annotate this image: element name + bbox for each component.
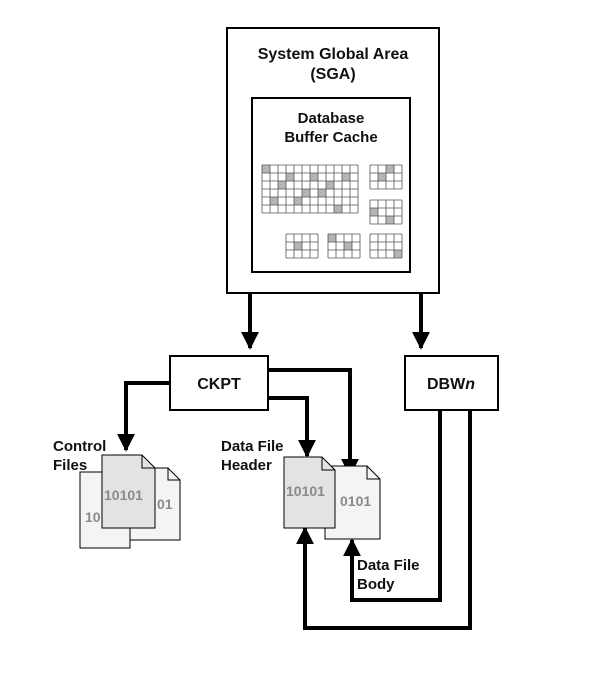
buffer-block-grids [261, 164, 403, 259]
buffer-block-dirty [342, 173, 350, 181]
buffer-grid-4 [285, 233, 319, 259]
buffer-block-dirty [344, 242, 352, 250]
buffer-block-dirty [386, 216, 394, 224]
buffer-block-dirty [318, 189, 326, 197]
control-file-back-binary: 01 [157, 496, 173, 512]
buffer-block-dirty [294, 242, 302, 250]
control-files-label-line2: Files [53, 457, 87, 474]
arrow-ckpt-to-data-file-header [268, 396, 316, 458]
sga-title-line1: System Global Area [258, 46, 409, 63]
data-file-body-label-line1: Data File [357, 557, 420, 574]
dbwn-process: DBWn [404, 355, 499, 411]
buffer-block-dirty [302, 189, 310, 197]
buffer-block-dirty [378, 173, 386, 181]
control-files: 01 10 10101 Control Files [53, 438, 181, 549]
control-file-mid-binary: 10 [85, 509, 101, 525]
data-file-header-binary: 10101 [286, 483, 325, 499]
buffer-block-dirty [286, 173, 294, 181]
control-file-document-front: 10101 [101, 454, 156, 529]
buffer-grid-5 [327, 233, 361, 259]
data-files: 0101 10101 Data File Header Data File Bo… [221, 438, 420, 593]
arrow-dbwn-to-data-file-body [343, 410, 442, 602]
connectors [117, 293, 472, 630]
arrow-ckpt-to-control-files [117, 381, 170, 452]
buffer-block-dirty [310, 173, 318, 181]
arrow-dbwn-to-data-file-header [296, 410, 472, 630]
control-file-front-binary: 10101 [104, 487, 143, 503]
buffer-block-dirty [294, 197, 302, 205]
dbwn-label-suffix: n [465, 376, 475, 393]
buffer-block-dirty [386, 165, 394, 173]
buffer-grid-6 [369, 233, 403, 259]
data-file-body-document: 0101 [324, 465, 381, 540]
ckpt-label: CKPT [197, 376, 241, 393]
control-files-label-line1: Control [53, 438, 106, 455]
buffer-grid-1 [261, 164, 359, 214]
buffer-cache-title-line1: Database [298, 110, 365, 127]
buffer-block-dirty [334, 205, 342, 213]
arrow-ckpt-to-data-file [268, 368, 359, 477]
buffer-block-dirty [270, 197, 278, 205]
buffer-block-dirty [278, 181, 286, 189]
data-file-header-label-line1: Data File [221, 438, 284, 455]
dbwn-label-base: DBW [427, 376, 466, 393]
buffer-block-dirty [328, 234, 336, 242]
ckpt-process: CKPT [169, 355, 269, 411]
sga-title-line2: (SGA) [310, 66, 355, 83]
data-file-body-binary: 0101 [340, 493, 371, 509]
buffer-block-dirty [326, 181, 334, 189]
buffer-block-dirty [370, 208, 378, 216]
buffer-cache-title-line2: Buffer Cache [284, 129, 377, 146]
data-file-header-label-line2: Header [221, 457, 272, 474]
buffer-grid-2 [369, 164, 403, 190]
data-file-body-label-line2: Body [357, 576, 395, 593]
dbwn-label: DBWn [427, 376, 475, 393]
buffer-block-dirty [394, 250, 402, 258]
buffer-grid-3 [369, 199, 403, 225]
data-file-header-document: 10101 [283, 456, 336, 529]
buffer-cache-box: Database Buffer Cache [251, 97, 411, 273]
buffer-block-dirty [262, 165, 270, 173]
